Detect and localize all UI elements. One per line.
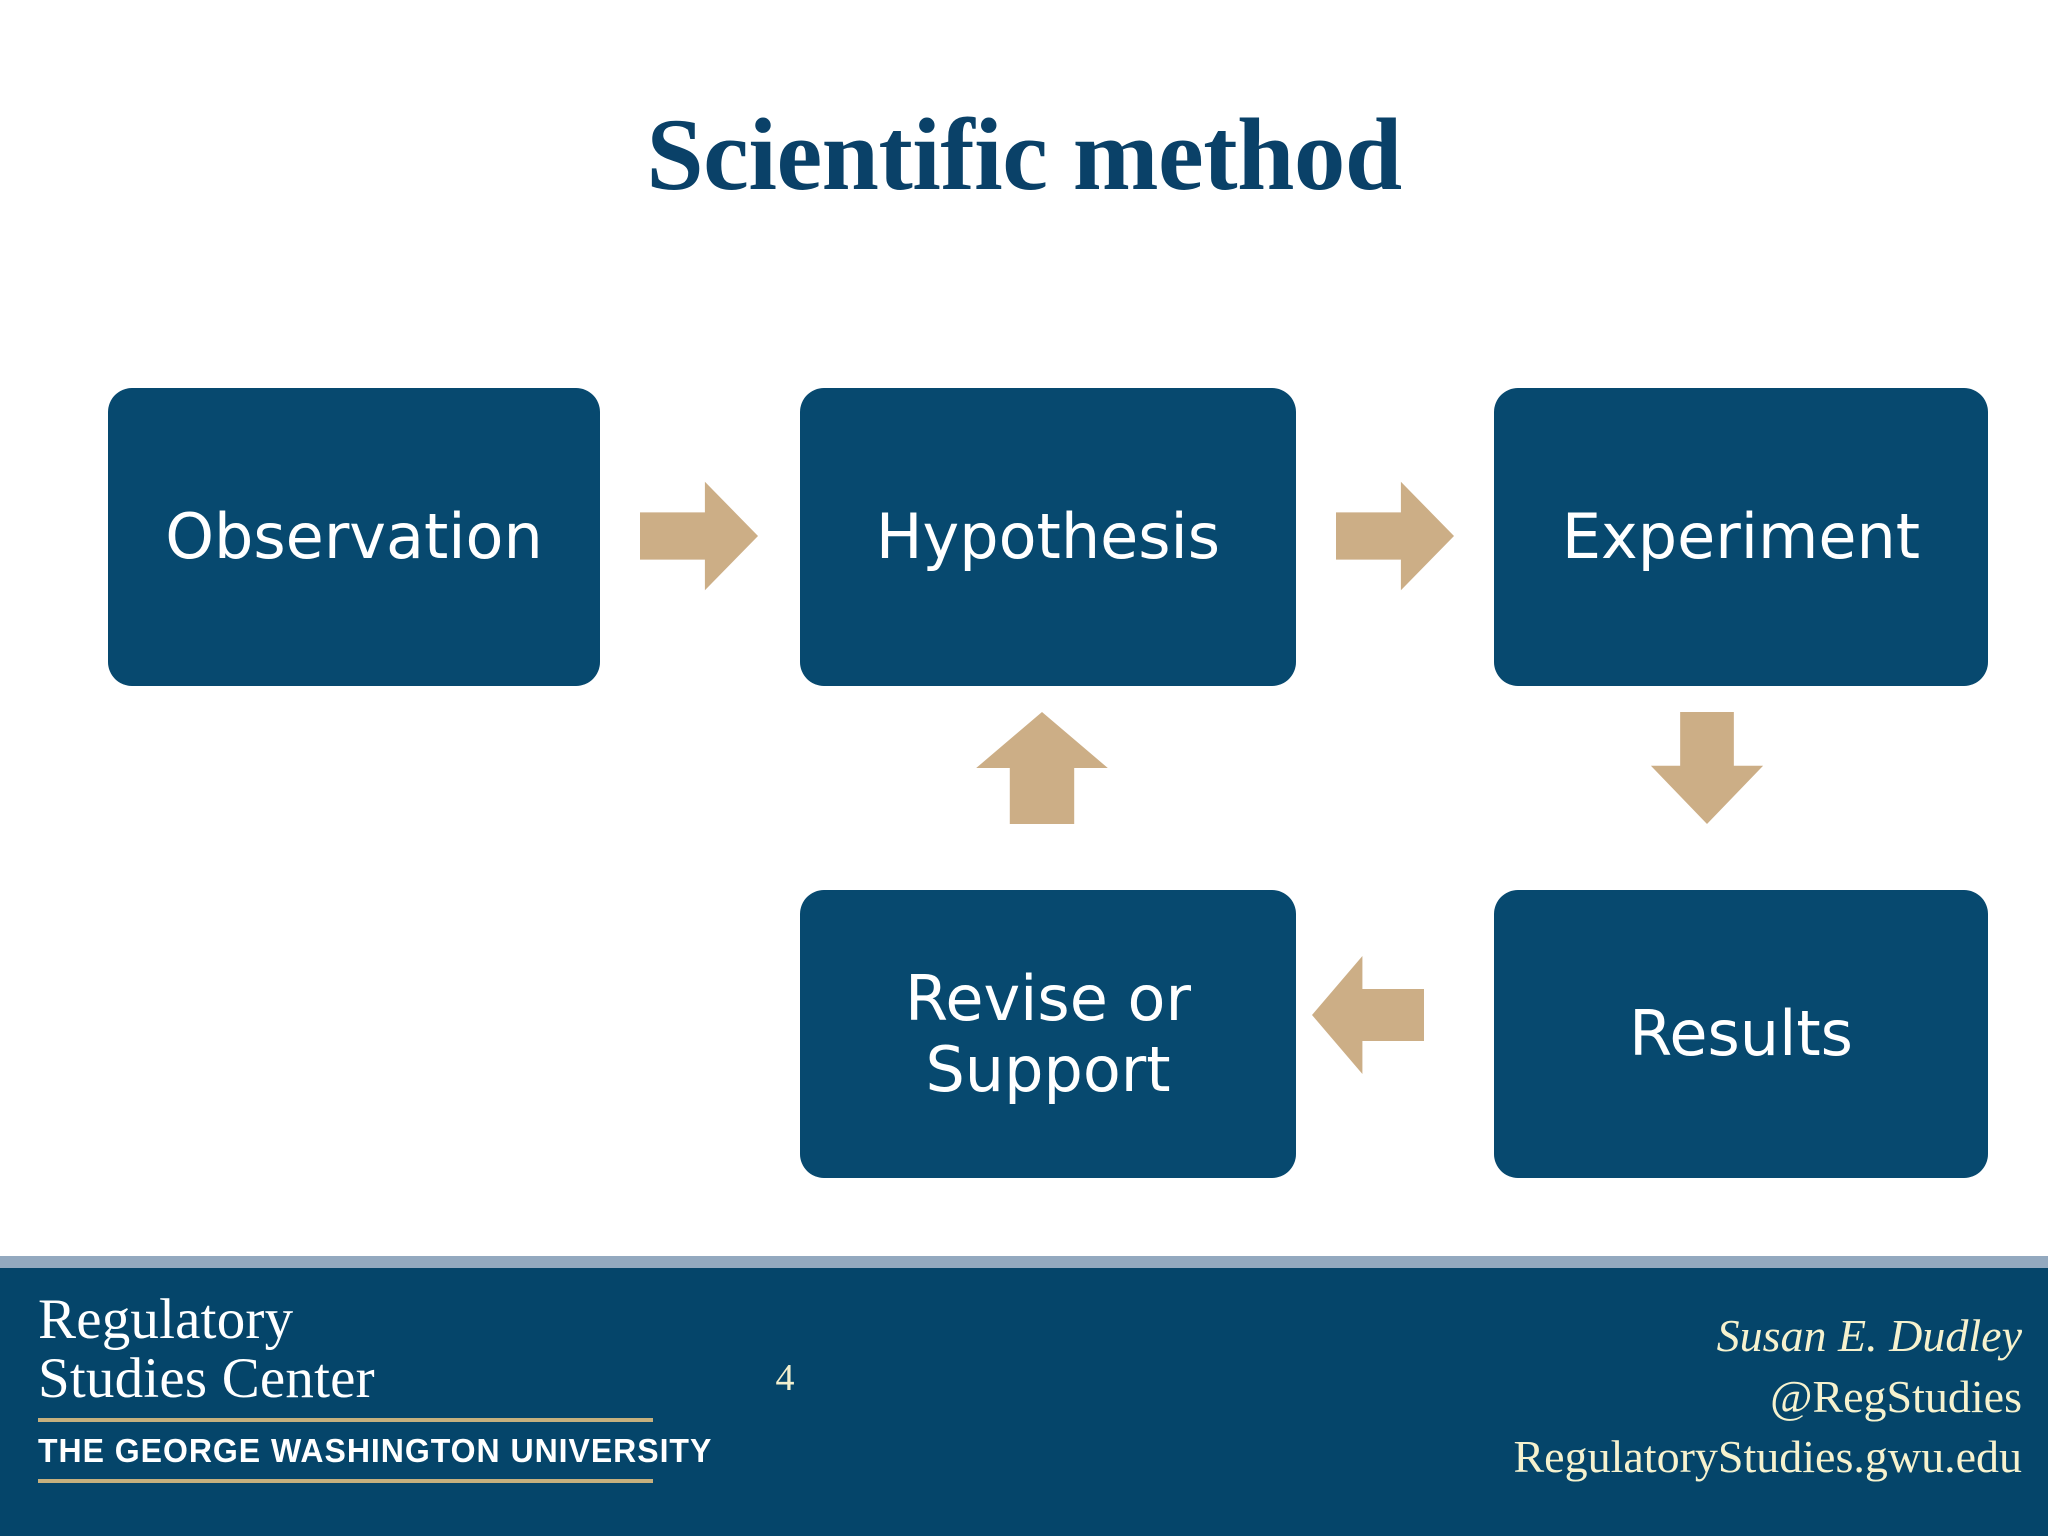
- regulatory-studies-center-logo: Regulatory Studies Center THE GEORGE WAS…: [38, 1288, 713, 1483]
- arrow-left-icon-results-to-revise: [1312, 956, 1424, 1074]
- page-title: Scientific method: [646, 98, 1402, 212]
- flow-node-hypothesis-label: Hypothesis: [875, 500, 1221, 574]
- credit-social-handle[interactable]: @RegStudies: [1770, 1370, 2022, 1422]
- logo-university-name: THE GEORGE WASHINGTON UNIVERSITY: [38, 1431, 713, 1469]
- slide-footer: Regulatory Studies Center THE GEORGE WAS…: [0, 1268, 2048, 1536]
- credit-author: Susan E. Dudley: [1716, 1310, 2022, 1361]
- logo-line-1: Regulatory: [38, 1288, 294, 1351]
- flow-node-observation-label: Observation: [165, 500, 543, 574]
- footer-divider: [0, 1256, 2048, 1268]
- footer-credits: Susan E. Dudley @RegStudies RegulatorySt…: [1514, 1306, 2023, 1488]
- flow-node-experiment[interactable]: Experiment: [1494, 388, 1988, 686]
- flow-node-revise-or-support-label: Revise or Support: [905, 961, 1191, 1106]
- flow-node-revise-or-support[interactable]: Revise or Support: [800, 890, 1296, 1178]
- flow-node-hypothesis[interactable]: Hypothesis: [800, 388, 1296, 686]
- scientific-method-flowchart: Observation Hypothesis Experiment Revise…: [108, 388, 1988, 1178]
- logo-rule-top: [38, 1417, 653, 1422]
- credit-website[interactable]: RegulatoryStudies.gwu.edu: [1513, 1431, 2023, 1483]
- arrow-up-icon-revise-to-hypothesis: [972, 712, 1112, 824]
- arrow-down-icon-experiment-to-results: [1646, 712, 1768, 824]
- logo-rule-bottom: [38, 1478, 653, 1483]
- flow-node-observation[interactable]: Observation: [108, 388, 600, 686]
- flow-node-results-label: Results: [1629, 997, 1853, 1071]
- flow-node-experiment-label: Experiment: [1561, 500, 1921, 574]
- page-number: 4: [775, 1357, 795, 1399]
- arrow-right-icon-hypothesis-to-experiment: [1336, 477, 1454, 595]
- flow-node-results[interactable]: Results: [1494, 890, 1988, 1178]
- logo-line-2: Studies Center: [38, 1347, 375, 1411]
- arrow-right-icon-observation-to-hypothesis: [640, 477, 758, 595]
